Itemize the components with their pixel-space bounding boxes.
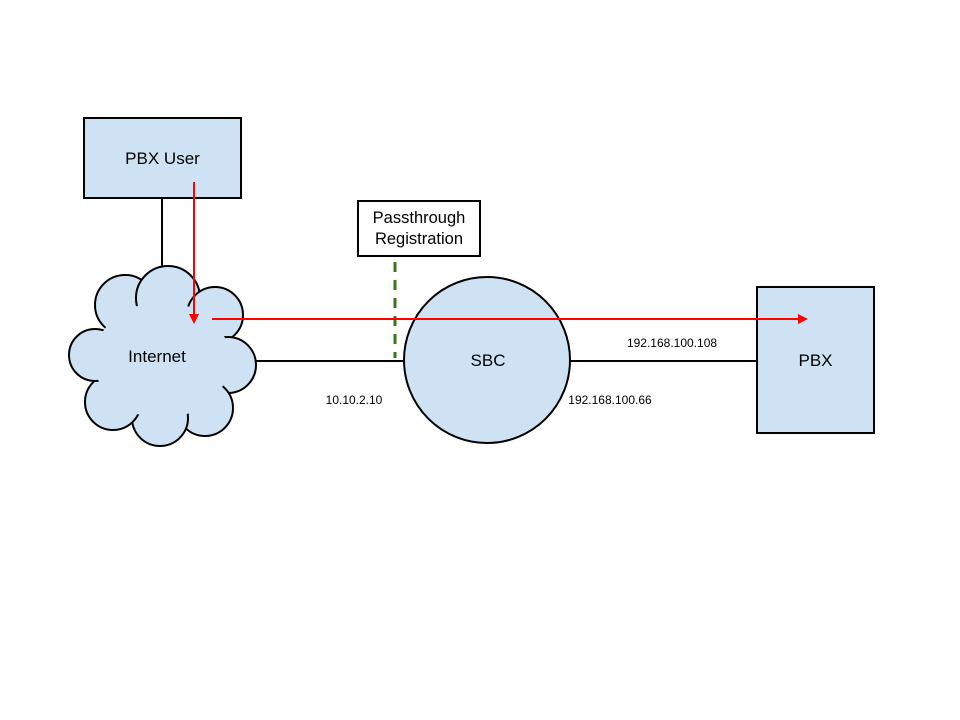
sbc-inside-ip: 192.168.100.66: [568, 393, 652, 407]
sbc-outside-ip: 10.10.2.10: [326, 393, 383, 407]
callout-line2: Registration: [375, 230, 463, 248]
pbx-ip: 192.168.100.108: [627, 336, 717, 350]
internet-label: Internet: [128, 347, 186, 366]
pbx-box: [756, 286, 875, 434]
pbx-user-box: [83, 117, 242, 199]
callout-line1: Passthrough: [373, 209, 466, 227]
callout-box: [357, 200, 481, 257]
sbc-label: SBC: [471, 351, 506, 370]
pbx-user-label: PBX User: [125, 149, 200, 168]
pbx-label: PBX: [798, 351, 832, 370]
internet-cloud: [68, 265, 257, 447]
